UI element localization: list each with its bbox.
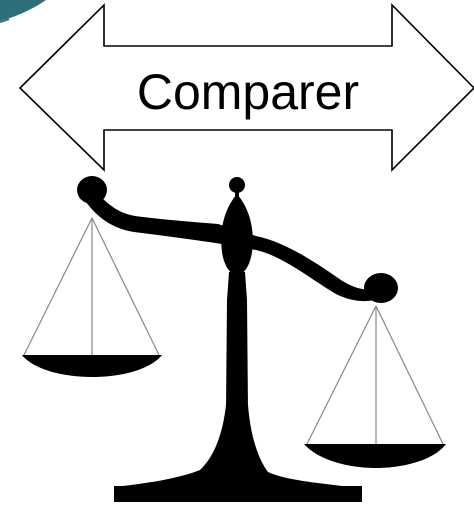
balance-scale-icon <box>22 176 446 502</box>
arrow-label: Comparer <box>137 64 359 120</box>
corner-swoosh-icon <box>0 0 46 22</box>
